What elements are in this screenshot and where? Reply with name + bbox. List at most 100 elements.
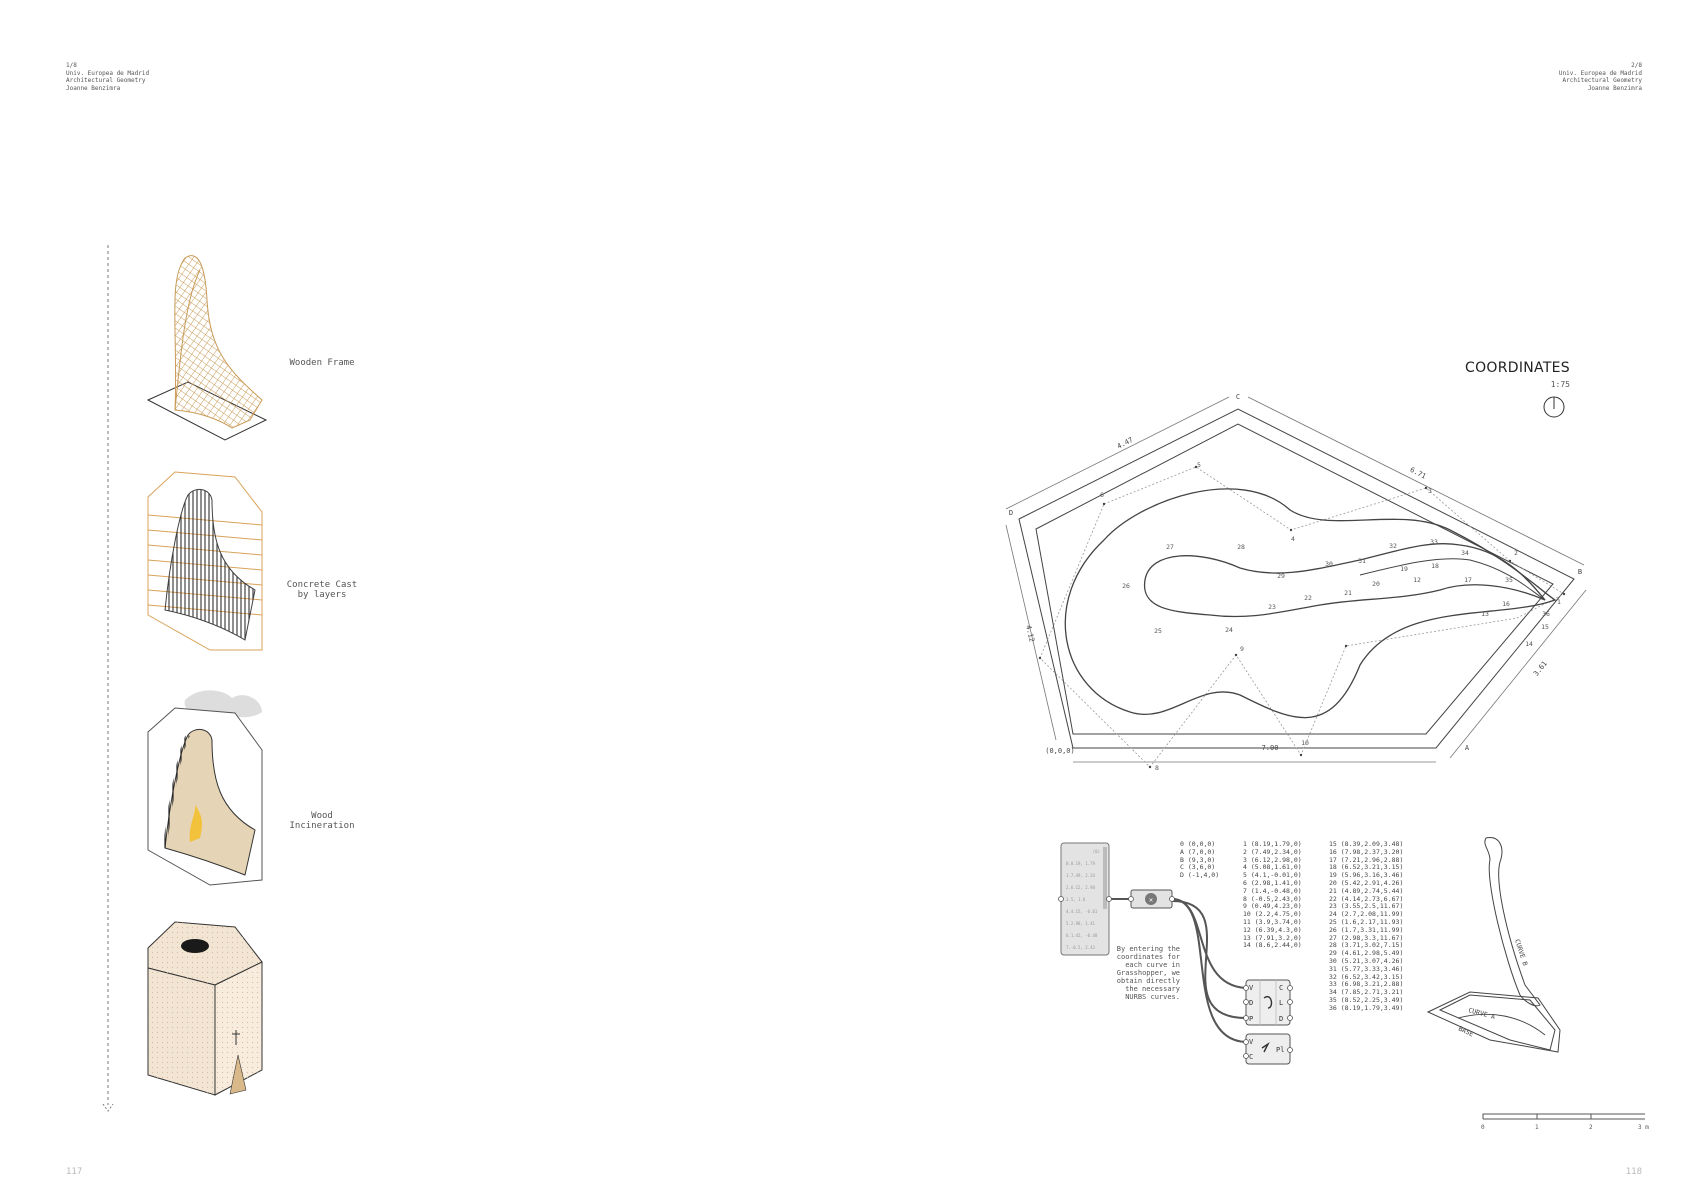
coord-row: 9 (0.49,4.23,0) <box>1243 902 1302 911</box>
curve-b-elevation <box>1484 837 1541 1007</box>
point-label: 26 <box>1122 582 1130 590</box>
base-label: BASE <box>1457 1025 1475 1039</box>
dim-label-ab: 3.61 <box>1532 660 1549 678</box>
point-label: 5 <box>1197 461 1201 469</box>
curve-a-label: CURVE A <box>1467 1006 1496 1021</box>
coord-row: 33 (6.98,3.21,2.88) <box>1329 980 1404 989</box>
point-label: 34 <box>1461 549 1469 557</box>
base-perspective <box>1426 991 1561 1053</box>
dim-label-0a: 7.00 <box>1262 744 1279 752</box>
coord-row: 17 (7.21,2.96,2.88) <box>1329 855 1404 864</box>
point-label: 33 <box>1430 538 1438 546</box>
point-label: 25 <box>1154 627 1162 635</box>
north-arrow-icon <box>1543 396 1565 418</box>
coord-row: 12 (6.39,4.3,0) <box>1243 925 1302 934</box>
header-line: Joanne Benzimra <box>66 84 121 92</box>
dim-label-cd: 4.47 <box>1116 436 1135 451</box>
output-l: L <box>1279 999 1283 1007</box>
output-d: D <box>1279 1015 1283 1023</box>
plan-scale: 1:75 <box>1550 380 1570 389</box>
output-c: C <box>1279 984 1283 992</box>
coord-row: 25 (1.6,2.17,11.93) <box>1329 917 1404 926</box>
coord-list-base: 0 (0,0,0) A (7,0,0) B (9,3,0) C (3,6,0) … <box>1180 840 1219 880</box>
panel-row: (0) <box>1093 849 1100 854</box>
relay-node: ✕ <box>1130 889 1173 909</box>
vertex-label-a: A <box>1465 744 1470 752</box>
svg-text:✕: ✕ <box>1149 896 1153 904</box>
point-label: 28 <box>1237 543 1245 551</box>
point-label: 8 <box>1155 764 1159 772</box>
panel-row: 4.4.15, -0.01 <box>1066 909 1098 914</box>
final-chapel-drawing <box>147 921 263 1096</box>
header-right: 2/8 Univ. Europea de Madrid Architectura… <box>1559 62 1642 92</box>
coord-row: 3 (6.12,2.98,0) <box>1243 855 1302 864</box>
input-d: D <box>1249 999 1253 1007</box>
dim-label-d0: 4.12 <box>1024 624 1036 642</box>
scale-label: 3 m <box>1638 1124 1649 1131</box>
header-line: Univ. Europea de Madrid <box>66 69 150 77</box>
curve-b-label: CURVE B <box>1513 938 1529 967</box>
input-p: P <box>1249 1015 1253 1023</box>
step-label-concrete-cast: Concrete Cast by layers <box>286 580 358 600</box>
vertex-label-origin: (0,0,0) <box>1045 747 1075 755</box>
input-v: V <box>1249 1038 1254 1046</box>
point-label: 16 <box>1502 600 1510 608</box>
wood-incineration-drawing <box>147 690 263 886</box>
dimension-lines <box>1005 396 1587 763</box>
step-label-wooden-frame: Wooden Frame <box>289 358 355 368</box>
scale-label: 2 <box>1589 1124 1593 1131</box>
page-number-left: 117 <box>66 1167 83 1177</box>
input-c: C <box>1249 1053 1253 1061</box>
vertex-label-c: C <box>1236 393 1240 401</box>
coord-row: 15 (8.39,2.09,3.48) <box>1329 840 1404 848</box>
point-label: 4 <box>1291 535 1295 543</box>
header-line: Architectural Geometry <box>66 77 146 84</box>
curve-b-offset <box>1359 558 1546 601</box>
panel-row: 6.1.42, -0.48 <box>1066 933 1098 938</box>
coord-row: 35 (8.52,2.25,3.49) <box>1329 995 1404 1004</box>
coord-row: 16 (7.98,2.37,3.20) <box>1329 847 1404 856</box>
point-label: 15 <box>1541 623 1549 631</box>
coord-row: B (9,3,0) <box>1180 855 1216 864</box>
point-label: 22 <box>1304 594 1312 602</box>
coord-row: 18 (6.52,3.21,3.15) <box>1329 863 1404 872</box>
component-nurbs: V D P C L D <box>1245 979 1291 1026</box>
coord-row: 23 (3.55,2.5,11.67) <box>1329 902 1404 911</box>
coord-row: 10 (2.2,4.75,0) <box>1243 910 1302 919</box>
coord-row: 34 (7.85,2.71,3.21) <box>1329 988 1404 997</box>
point-label: 35 <box>1505 576 1513 584</box>
point-label: 9 <box>1240 645 1244 653</box>
point-label: 6 <box>1100 491 1104 499</box>
curve-b <box>1143 543 1546 618</box>
input-v: V <box>1249 984 1254 992</box>
coord-row: 21 (4.89,2.74,5.44) <box>1329 886 1404 895</box>
point-label: 18 <box>1431 562 1439 570</box>
point-label: 14 <box>1525 640 1533 648</box>
coord-row: 7 (1.4,-0.48,0) <box>1243 886 1302 895</box>
output-pl: Pl <box>1276 1046 1284 1054</box>
point-label: 24 <box>1225 626 1233 634</box>
point-label: 13 <box>1481 610 1489 618</box>
vertex-label-b: B <box>1578 568 1582 576</box>
coord-row: 31 (5.77,3.33,3.46) <box>1329 964 1404 973</box>
coord-row: 20 (5.42,2.91,4.26) <box>1329 878 1404 887</box>
concrete-cast-drawing <box>147 471 263 651</box>
coord-row: 13 (7.91,3.2,0) <box>1243 933 1302 942</box>
grasshopper-note: By entering the coordinates for each cur… <box>1116 945 1180 1001</box>
wooden-frame-drawing <box>146 255 268 441</box>
coord-row: C (3,6,0) <box>1180 863 1216 872</box>
point-label: 19 <box>1400 565 1408 573</box>
page-number-right: 118 <box>1625 1167 1642 1177</box>
coord-list-curve-a: 1 (8.19,1.79,0) 2 (7.49,2.34,0) 3 (6.12,… <box>1243 840 1302 950</box>
coord-row: 1 (8.19,1.79,0) <box>1243 840 1302 848</box>
header-line: Architectural Geometry <box>1562 77 1642 84</box>
point-label: 3 <box>1428 487 1432 495</box>
dim-label-cb: 6.71 <box>1409 466 1428 481</box>
coord-row: 14 (8.6,2.44,0) <box>1243 941 1302 950</box>
point-label: 17 <box>1464 576 1472 584</box>
coord-row: 8 (-0.5,2.43,0) <box>1243 894 1302 903</box>
